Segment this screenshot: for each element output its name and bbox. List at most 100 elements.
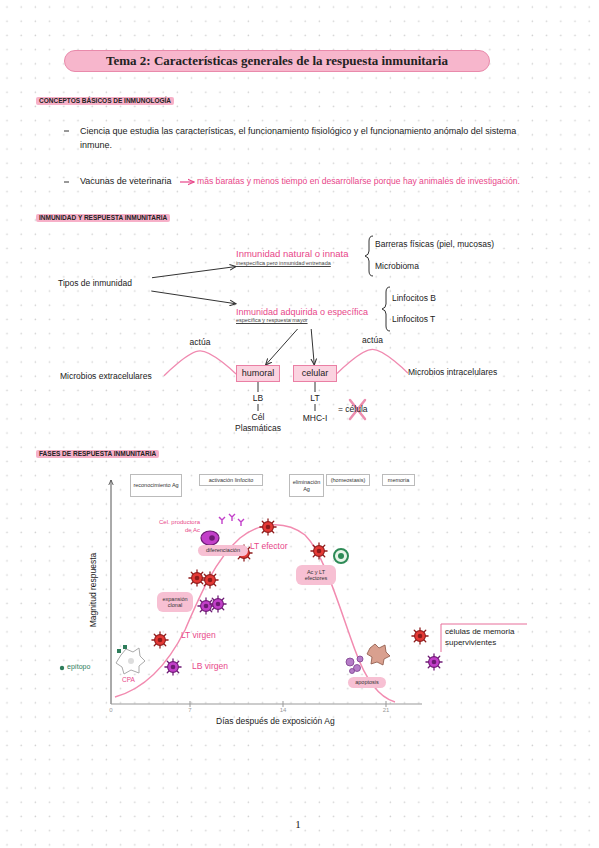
node-text: Microbios intracelulares — [408, 368, 497, 378]
plasma-nucleus — [209, 535, 215, 541]
apc-cell — [116, 648, 145, 674]
stage-pill: expansión clonal — [157, 592, 193, 612]
y-axis — [111, 480, 112, 704]
title-text: Tema 2: Características generales de la … — [106, 53, 448, 69]
x-axis — [111, 704, 422, 705]
plain-node: Tipos de inmunidad — [58, 277, 152, 291]
node-subtext: inespecífica pero inmunidad entrenada — [236, 260, 331, 266]
plasma-cell — [201, 531, 219, 545]
node-text: apoptosis — [355, 679, 379, 685]
t-cell — [189, 570, 205, 586]
node-text: humoral — [242, 368, 275, 378]
note-text: más baratas y menos tiempo en desarrolla… — [197, 176, 520, 187]
target-cell — [334, 549, 348, 563]
tick-label: 14 — [280, 707, 287, 715]
legend-text: epítopo — [67, 663, 90, 672]
tick-label: 21 — [383, 707, 390, 715]
cell-label: LB — [253, 393, 263, 404]
list-item: Linfocitos B — [392, 293, 436, 304]
title-banner: Tema 2: Características generales de la … — [64, 50, 490, 72]
axis-title: Magnitud respuesta — [88, 553, 99, 628]
pointer-arrow — [180, 181, 194, 182]
apoptotic-fragment — [346, 658, 354, 666]
bullet-text: Vacunas de veterinaria — [80, 176, 171, 187]
axis-tick — [190, 701, 386, 707]
tick-label: 0 — [109, 707, 112, 715]
epitope-mark — [123, 645, 127, 649]
node-text: Tipos de inmunidad — [58, 279, 132, 289]
section-heading: INMUNIDAD Y RESPUESTA INMUNITARIA — [36, 214, 170, 222]
page-number: 1 — [295, 818, 301, 832]
cell-label: MHC-I — [303, 413, 328, 424]
target-nucleus — [338, 553, 344, 559]
connector — [337, 349, 408, 373]
connector — [164, 351, 236, 376]
t-cell — [260, 519, 276, 535]
plain-node: Microbios extracelulares — [60, 370, 164, 384]
phase-box: memoria — [382, 474, 415, 486]
node-text: memoria — [388, 477, 409, 483]
cell-label: LT virgen — [181, 630, 216, 641]
bullet-text: Ciencia que estudia las características,… — [80, 124, 535, 152]
apoptotic-cell — [367, 644, 390, 665]
cell-label: LT — [310, 393, 319, 404]
stage-pill: Ac y LT efectores — [296, 565, 336, 585]
connector — [152, 267, 236, 278]
bullet-dash — [64, 182, 69, 183]
cell-label: Cél Plasmáticas — [231, 412, 286, 433]
b-cell — [165, 659, 181, 675]
stage-pill: apoptosis — [348, 677, 386, 688]
bullet-dash — [64, 131, 69, 132]
phase-box: eliminación Ag — [289, 474, 324, 497]
phase-box: (homeostasis) — [326, 474, 370, 486]
b-cell — [210, 596, 226, 612]
node-text: Inmunidad natural o innata — [236, 249, 349, 260]
curly-bracket — [382, 287, 390, 331]
t-cell — [311, 543, 327, 559]
plain-node: Inmunidad adquirida o específicaespecífi… — [236, 301, 384, 329]
t-cell — [202, 572, 218, 588]
b-cell — [198, 598, 214, 614]
node-subtext: específica y respuesta mayor — [236, 317, 308, 323]
plain-node: Inmunidad natural o innatainespecífica p… — [236, 244, 364, 272]
node-text: Microbios extracelulares — [60, 372, 152, 382]
stage-pill: diferenciación — [198, 545, 248, 556]
section-heading: CONCEPTOS BÁSICOS DE INMUNOLOGÍA — [36, 97, 174, 105]
apc-nucleus — [128, 658, 134, 664]
cell-label: Cel. productora de Ac — [152, 519, 200, 534]
memory-t-cell — [412, 628, 428, 644]
leader-line — [315, 382, 316, 392]
leader-line — [258, 404, 259, 411]
cell-label: LT efector — [250, 541, 287, 552]
edge-label: actúa — [190, 337, 211, 347]
node-text: Inmunidad adquirida o específica — [236, 307, 368, 317]
tick-label: 7 — [188, 707, 191, 715]
leader-line — [315, 404, 316, 411]
node-text: Ac y LT efectores — [298, 569, 334, 582]
edge-label: actúa — [362, 335, 383, 345]
connector — [266, 329, 298, 365]
node-text: expansión clonal — [159, 596, 191, 609]
list-item: Microbioma — [375, 261, 419, 272]
cell-label: = célula — [338, 404, 368, 415]
legend-dot — [60, 666, 64, 670]
node-text: reconocimiento Ag — [133, 482, 178, 488]
node-text: diferenciación — [206, 547, 240, 553]
node-text: (homeostasis) — [331, 477, 366, 483]
curly-bracket — [365, 236, 373, 276]
phase-box: activación linfocito — [199, 474, 263, 486]
phase-box: reconocimiento Ag — [130, 474, 182, 497]
plain-node: Microbios intracelulares — [408, 366, 516, 380]
process-box: humoral — [236, 365, 280, 382]
apoptotic-fragment — [357, 656, 363, 662]
apoptotic-fragment — [350, 669, 355, 674]
process-box: celular — [293, 365, 337, 382]
node-text: activación linfocito — [209, 477, 254, 483]
list-item: Linfocitos T — [392, 314, 435, 325]
connector — [311, 329, 314, 365]
leader-line — [258, 382, 259, 392]
antibody — [219, 514, 244, 526]
memory-b-cell — [426, 654, 442, 670]
cell-label: células de memoria supervivientes — [445, 627, 535, 649]
